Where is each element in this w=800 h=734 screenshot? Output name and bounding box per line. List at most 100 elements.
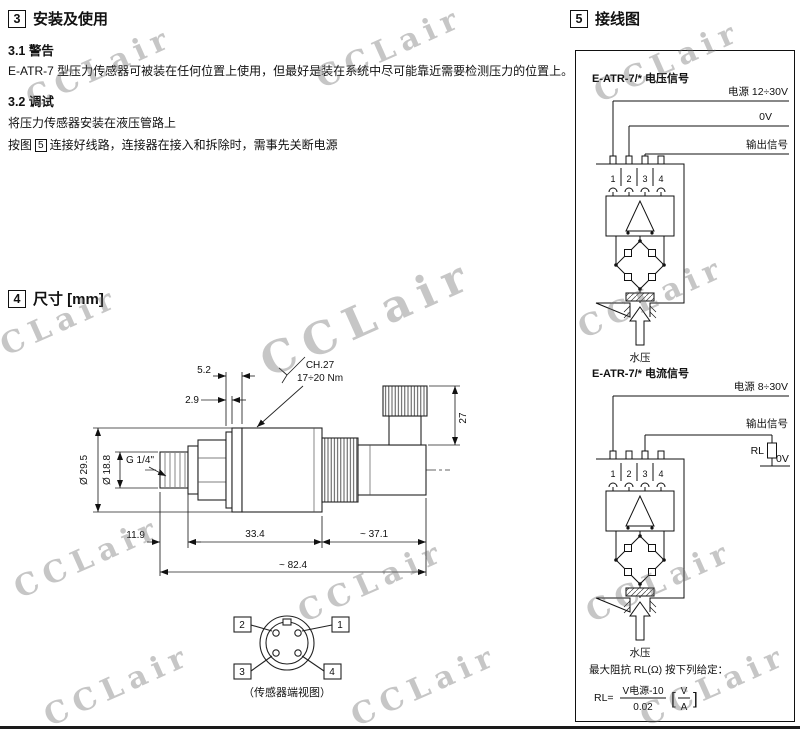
pin-label-box (323, 663, 342, 680)
pin-label-box (233, 663, 252, 680)
connector-housing (357, 444, 427, 496)
dim-82-4: ~ 82.4 (279, 560, 308, 571)
connector-keyway (282, 618, 292, 626)
v-pin-1: 1 (610, 174, 615, 184)
piston-icon (625, 587, 655, 597)
pin-4-label: 4 (329, 667, 335, 678)
voltage-wires (612, 100, 789, 156)
setup-line-2-post: 连接好线路，连接器在接入和拆除时，需事先关断电源 (49, 138, 338, 152)
formula-denominator: 0.02 (633, 702, 653, 713)
dim-ch27: CH.27 (306, 360, 335, 371)
wiring-voltage-diagram: E-ATR-7/* 电压信号 电源 12÷30V 0V 输出信号 1 2 3 4 (592, 71, 789, 364)
flange (231, 427, 243, 513)
transducer-symbol-current: 1 2 3 4 水压 (595, 450, 685, 659)
connector-inner-circle (265, 621, 309, 665)
end-view-caption: （传感器端视图） (243, 685, 331, 699)
connector-end-view: 2 1 3 4 （传感器端视图） (233, 615, 350, 699)
rl-label: RL (751, 445, 765, 457)
stud-step (187, 445, 199, 495)
formula-bracket-open: [ (671, 689, 676, 708)
dim-thread-g14: G 1/4" (126, 455, 154, 466)
section-5-header: 5 接线图 (570, 8, 640, 29)
wiring-diagrams: E-ATR-7/* 电压信号 电源 12÷30V 0V 输出信号 1 2 3 4 (589, 71, 790, 713)
knurled-ring (321, 437, 359, 503)
bridge-diamond-icon (615, 240, 665, 290)
amplifier-triangle-icon (625, 494, 655, 527)
current-output-label: 输出信号 (746, 417, 788, 430)
dim-33-4: 33.4 (245, 529, 265, 540)
pin-socket (294, 629, 302, 637)
setup-line-1: 将压力传感器安装在液压管路上 (8, 116, 177, 130)
amplifier-triangle-icon (625, 199, 655, 232)
pin-2-label: 2 (239, 620, 245, 631)
piston-icon (625, 292, 655, 302)
dim-2-9: 2.9 (185, 395, 199, 406)
figure-5-reference: 5 (35, 139, 47, 152)
v-pin-4: 4 (658, 174, 663, 184)
warning-body-text: E-ATR-7 型压力传感器可被装在任何位置上使用，但最好是装在系统中尽可能靠近… (8, 64, 574, 78)
current-diagram-title: E-ATR-7/* 电流信号 (592, 366, 689, 380)
rl-formula: 最大阻抗 RL(Ω) 按下列给定： RL= V电源-10 0.02 [ V A … (589, 663, 728, 713)
dim-37-1: ~ 37.1 (360, 529, 389, 540)
dim-torque: 17÷20 Nm (297, 373, 343, 384)
hex-flat-lines (198, 457, 226, 483)
c-pin-1: 1 (610, 469, 615, 479)
load-resistor-icon (767, 442, 777, 459)
watermark-text: CCLair (310, 0, 470, 97)
section-4-header: 4 尺寸 [mm] (8, 288, 104, 309)
v-pin-3: 3 (642, 174, 647, 184)
pin-3-label: 3 (239, 667, 245, 678)
voltage-output-label: 输出信号 (746, 138, 788, 151)
section-5-number: 5 (570, 9, 588, 28)
pin-socket (272, 649, 280, 657)
current-zero-label: 0V (776, 453, 789, 465)
c-pin-4: 4 (658, 469, 663, 479)
pin-label-box (233, 616, 252, 633)
cable-gland-cap (382, 385, 428, 417)
pin-1-label: 1 (337, 620, 343, 631)
formula-lhs: RL= (594, 692, 614, 704)
section-4-number: 4 (8, 289, 26, 308)
section-4-title: 尺寸 [mm] (33, 291, 104, 308)
section-3-title: 安装及使用 (33, 11, 109, 28)
warning-subtitle: 3.1 警告 (8, 44, 54, 58)
setup-line-2-pre: 按图 (8, 138, 33, 152)
pressure-arrow-icon (629, 601, 651, 641)
formula-unit-top: V (681, 686, 688, 697)
voltage-diagram-title: E-ATR-7/* 电压信号 (592, 71, 689, 85)
hex-nut (197, 439, 227, 501)
bridge-diamond-icon (615, 535, 665, 585)
dim-27: 27 (458, 412, 469, 424)
section-3-header: 3 安装及使用 (8, 8, 108, 29)
dim-11-9: 11.9 (126, 530, 145, 541)
seal-washer (225, 431, 233, 509)
voltage-zero-label: 0V (759, 111, 772, 123)
setup-subtitle: 3.2 调试 (8, 95, 54, 109)
transducer-symbol-voltage: 1 2 3 4 水压 (595, 155, 685, 364)
rl-formula-intro: 最大阻抗 RL(Ω) 按下列给定： (589, 663, 728, 676)
pin-socket (294, 649, 302, 657)
voltage-pressure-label: 水压 (630, 352, 651, 364)
current-wires (612, 395, 790, 467)
wiring-current-diagram: E-ATR-7/* 电流信号 电源 8÷30V 输出信号 RL 0V 1 2 3… (592, 366, 790, 659)
formula-bracket-close: ] (693, 689, 698, 708)
gland-neck (388, 415, 422, 446)
section-5-title: 接线图 (595, 11, 641, 28)
section-3-number: 3 (8, 9, 26, 28)
c-pin-3: 3 (642, 469, 647, 479)
pin-socket (272, 629, 280, 637)
c-pin-2: 2 (626, 469, 631, 479)
wiring-diagram-frame: E-ATR-7/* 电压信号 电源 12÷30V 0V 输出信号 1 2 3 4 (575, 50, 795, 722)
dimension-annotations: 5.2 2.9 CH.27 17÷20 Nm 27 Ø 29.5 Ø 18.8 … (79, 356, 469, 576)
voltage-supply-label: 电源 12÷30V (728, 85, 788, 98)
thread-stud (159, 451, 189, 489)
sensor-body (241, 427, 323, 513)
dim-dia-29-5: Ø 29.5 (79, 455, 90, 485)
page-footer-rule (0, 726, 800, 729)
current-supply-label: 电源 8÷30V (734, 380, 788, 393)
formula-unit-bottom: A (681, 702, 688, 713)
current-pressure-label: 水压 (630, 647, 651, 659)
wrench-icon (278, 356, 306, 384)
